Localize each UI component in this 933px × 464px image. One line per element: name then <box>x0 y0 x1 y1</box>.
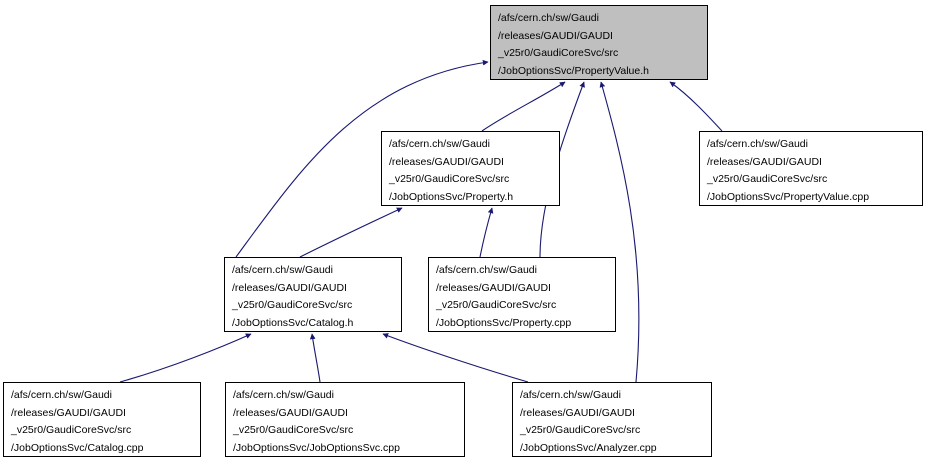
node-text-line: /afs/cern.ch/sw/Gaudi <box>232 264 333 276</box>
node-text-line: /JobOptionsSvc/PropertyValue.cpp <box>707 190 870 203</box>
node-text-line: /releases/GAUDI/GAUDI <box>389 155 504 168</box>
edge-joboptionssvc-cpp-to-catalog-h <box>309 333 321 383</box>
node-text-line: /afs/cern.ch/sw/Gaudi <box>436 264 537 276</box>
node-text-line: _v25r0/GaudiCoreSvc/src <box>707 173 828 185</box>
node-text-line: _v25r0/GaudiCoreSvc/src <box>389 173 510 185</box>
node-text-line: /releases/GAUDI/GAUDI <box>520 406 635 419</box>
graph-node-property-cpp[interactable]: /afs/cern.ch/sw/Gaudi/releases/GAUDI/GAU… <box>428 257 616 332</box>
node-text-line: /JobOptionsSvc/Catalog.h <box>232 316 354 329</box>
edge-catalog-h-to-property-h <box>299 207 403 258</box>
node-text-line: /JobOptionsSvc/JobOptionsSvc.cpp <box>233 441 400 454</box>
node-text-line: _v25r0/GaudiCoreSvc/src <box>520 424 641 436</box>
node-text-line: /releases/GAUDI/GAUDI <box>233 406 348 419</box>
node-text-line: /JobOptionsSvc/Catalog.cpp <box>11 441 144 454</box>
node-text-line: _v25r0/GaudiCoreSvc/src <box>233 424 354 436</box>
node-text-line: _v25r0/GaudiCoreSvc/src <box>11 424 132 436</box>
node-text-line: /JobOptionsSvc/Analyzer.cpp <box>520 441 657 454</box>
node-text-line: /releases/GAUDI/GAUDI <box>436 281 551 294</box>
graph-node-joboptionssvc-cpp[interactable]: /afs/cern.ch/sw/Gaudi/releases/GAUDI/GAU… <box>225 382 465 457</box>
node-text-line: /JobOptionsSvc/PropertyValue.h <box>498 64 649 77</box>
node-text-line: /afs/cern.ch/sw/Gaudi <box>520 389 621 401</box>
edge-analyzer-cpp-to-catalog-h <box>382 333 529 383</box>
graph-node-catalog-h[interactable]: /afs/cern.ch/sw/Gaudi/releases/GAUDI/GAU… <box>224 257 402 332</box>
node-text-line: /JobOptionsSvc/Property.h <box>389 190 514 203</box>
graph-node-catalog-cpp[interactable]: /afs/cern.ch/sw/Gaudi/releases/GAUDI/GAU… <box>3 382 201 457</box>
edge-property-h-to-propertyvalue-h <box>481 81 566 132</box>
node-text-line: /releases/GAUDI/GAUDI <box>707 155 822 168</box>
node-text-line: /JobOptionsSvc/Property.cpp <box>436 316 572 329</box>
edge-property-cpp-to-property-h <box>479 207 494 258</box>
node-text-line: /afs/cern.ch/sw/Gaudi <box>707 138 808 150</box>
graph-node-propertyvalue-cpp[interactable]: /afs/cern.ch/sw/Gaudi/releases/GAUDI/GAU… <box>699 131 923 206</box>
edge-catalog-cpp-to-catalog-h <box>119 333 252 383</box>
edge-propertyvalue-cpp-to-propertyvalue-h <box>669 81 723 132</box>
node-text-line: /afs/cern.ch/sw/Gaudi <box>11 389 112 401</box>
node-text-line: /releases/GAUDI/GAUDI <box>11 406 126 419</box>
node-text-line: _v25r0/GaudiCoreSvc/src <box>232 299 353 311</box>
node-text-line: /releases/GAUDI/GAUDI <box>232 281 347 294</box>
edge-analyzer-cpp-to-propertyvalue-h <box>599 81 640 383</box>
graph-node-analyzer-cpp[interactable]: /afs/cern.ch/sw/Gaudi/releases/GAUDI/GAU… <box>512 382 712 457</box>
node-text-line: /releases/GAUDI/GAUDI <box>498 29 613 42</box>
node-text-line: /afs/cern.ch/sw/Gaudi <box>233 389 334 401</box>
graph-node-property-h[interactable]: /afs/cern.ch/sw/Gaudi/releases/GAUDI/GAU… <box>381 131 560 206</box>
node-text-line: /afs/cern.ch/sw/Gaudi <box>498 12 599 24</box>
node-text-line: _v25r0/GaudiCoreSvc/src <box>436 299 557 311</box>
graph-node-propertyvalue-h[interactable]: /afs/cern.ch/sw/Gaudi/releases/GAUDI/GAU… <box>490 5 708 80</box>
node-text-line: _v25r0/GaudiCoreSvc/src <box>498 47 619 59</box>
node-text-line: /afs/cern.ch/sw/Gaudi <box>389 138 490 150</box>
